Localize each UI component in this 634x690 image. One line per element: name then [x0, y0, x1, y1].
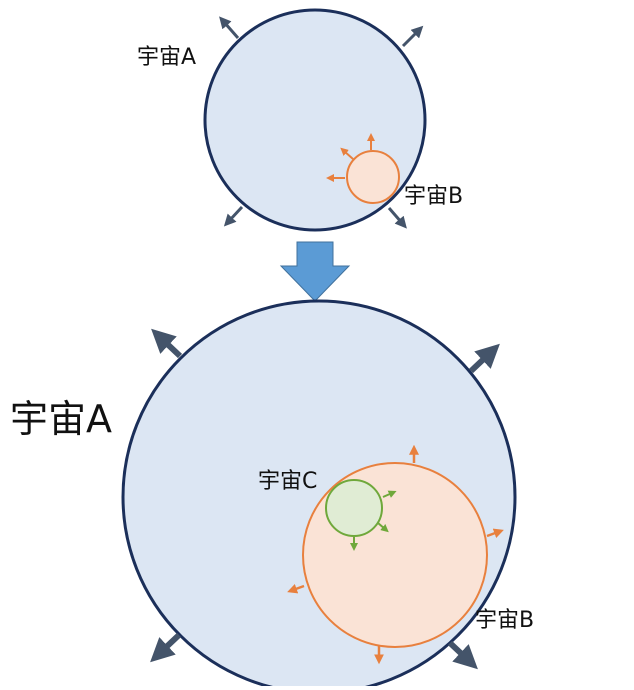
bottom-diagram [121, 299, 517, 690]
bottom-a-expansion-arrow-nw [151, 328, 183, 359]
top-universe-b-label: 宇宙B [404, 184, 464, 209]
top-universe-a-label: 宇宙A [137, 45, 197, 70]
top-universe-a-circle [203, 8, 427, 232]
transition-down-arrow [279, 241, 351, 302]
bottom-universe-a-label: 宇宙A [10, 397, 112, 441]
bottom-b-expansion-arrow-left [287, 584, 305, 594]
bottom-universe-c-circle [325, 479, 383, 537]
top-b-expansion-arrow-upleft [340, 147, 354, 160]
bottom-a-expansion-arrow-ne [468, 343, 500, 374]
top-a-expansion-arrow-nw [219, 16, 240, 39]
top-a-expansion-arrow-se [387, 207, 407, 229]
top-diagram [203, 8, 427, 232]
top-a-expansion-arrow-sw [223, 205, 244, 227]
bottom-universe-c-label: 宇宙C [258, 469, 318, 494]
bottom-a-expansion-arrow-sw [150, 632, 182, 663]
bottom-b-expansion-arrow-right [486, 528, 504, 538]
bottom-universe-b-circle [302, 462, 488, 648]
bottom-c-expansion-arrow-upright [382, 490, 397, 498]
bottom-a-expansion-arrow-se [447, 640, 478, 670]
bottom-c-expansion-arrow-right [377, 522, 389, 533]
top-a-expansion-arrow-ne [401, 25, 424, 48]
top-universe-b-circle [346, 150, 400, 204]
bottom-universe-b-label: 宇宙B [475, 608, 535, 633]
